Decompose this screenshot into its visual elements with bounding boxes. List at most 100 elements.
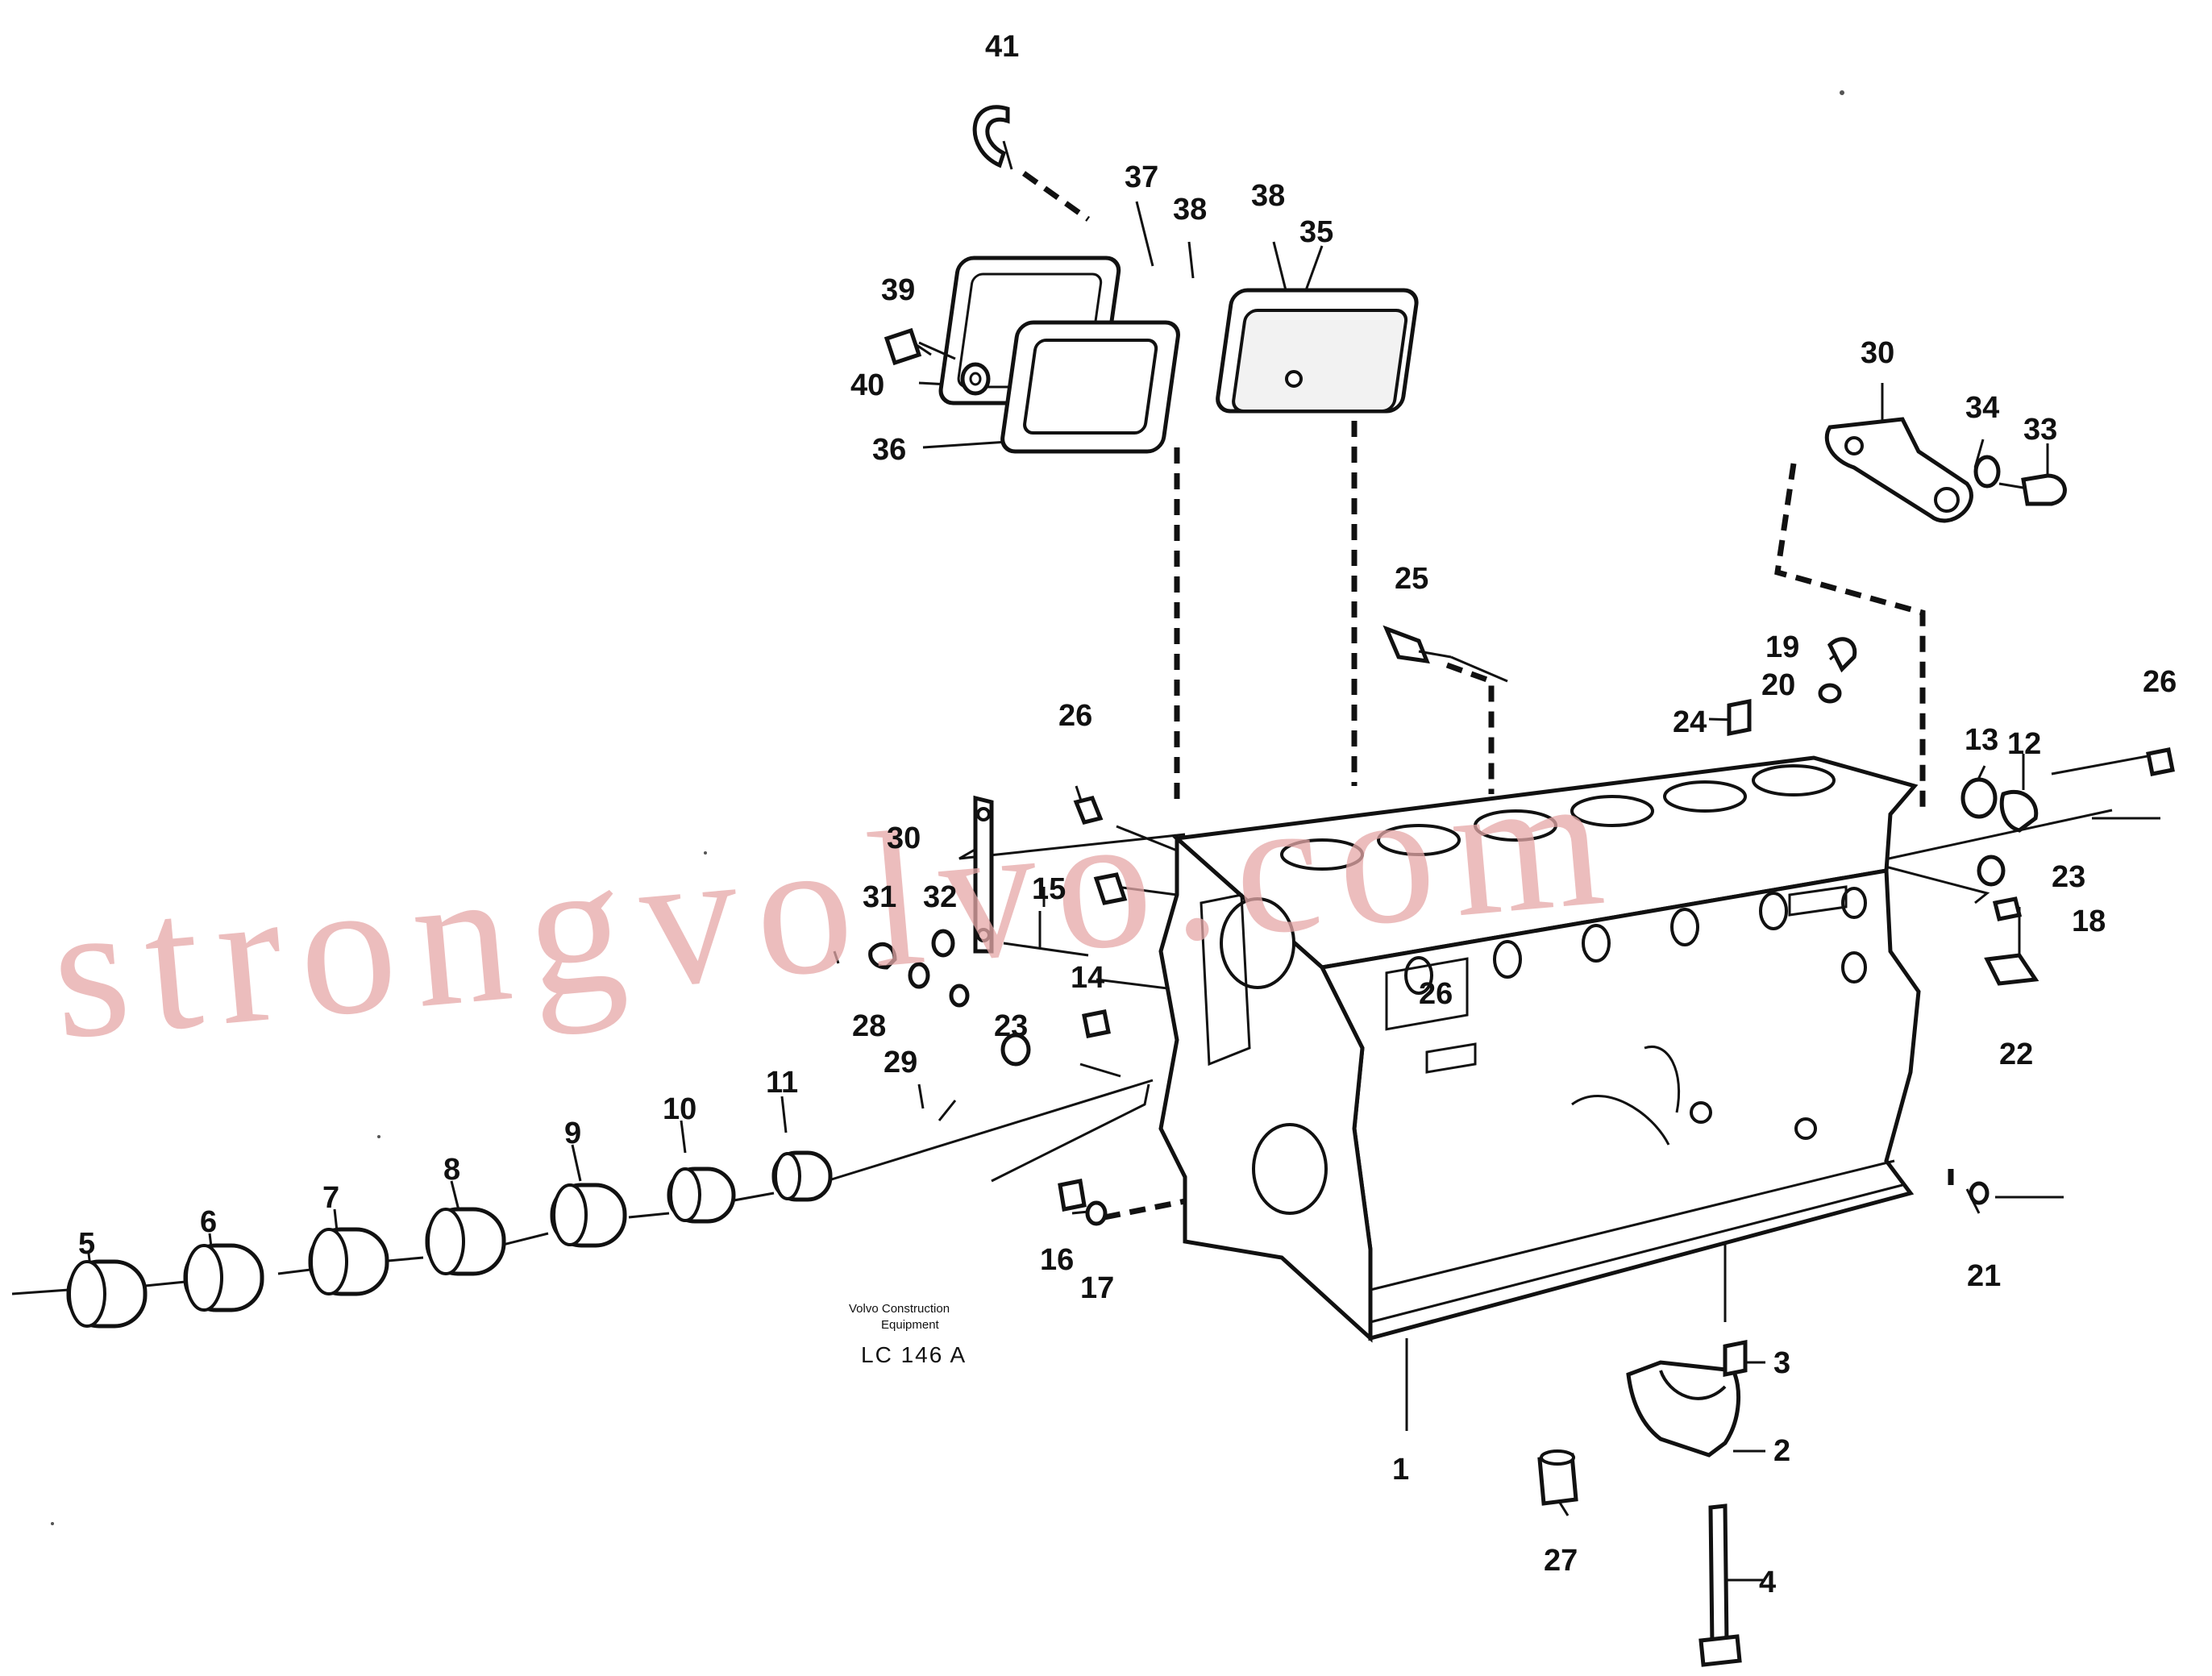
callout-36: 36 — [872, 433, 906, 467]
sensor-22 — [1984, 953, 2039, 986]
callout-26-mid: 26 — [1419, 977, 1453, 1011]
callout-numbers: 41 37 38 38 35 39 40 36 30 34 33 25 19 2… — [78, 30, 2177, 1599]
bushing-7 — [308, 1227, 389, 1296]
callout-2: 2 — [1773, 1434, 1790, 1468]
callout-1: 1 — [1392, 1453, 1409, 1487]
cylinder-bore-1 — [1280, 838, 1364, 871]
callout-12: 12 — [2007, 727, 2041, 761]
caption-line-1: Volvo Construction — [849, 1302, 950, 1316]
callout-24: 24 — [1673, 705, 1707, 739]
callout-21: 21 — [1967, 1259, 2001, 1293]
callout-28: 28 — [852, 1009, 886, 1043]
front-bore-upper — [1220, 897, 1295, 989]
bracket-assembly-right — [1824, 417, 2067, 523]
plug-16 — [1058, 1179, 1087, 1212]
plug-21 — [1969, 1181, 1990, 1205]
speck — [377, 1135, 380, 1138]
washer-17 — [1085, 1200, 1108, 1226]
callout-4: 4 — [1759, 1566, 1776, 1599]
callout-25: 25 — [1395, 562, 1428, 596]
cylinder-bore-2 — [1377, 824, 1461, 856]
plug-12 — [1999, 789, 2039, 833]
block-front — [1158, 834, 1373, 1343]
callout-9: 9 — [564, 1117, 581, 1150]
callout-18: 18 — [2072, 905, 2106, 938]
plug-26-left — [1073, 796, 1104, 825]
callout-34: 34 — [1965, 391, 1999, 425]
callout-3: 3 — [1773, 1346, 1790, 1380]
figure-code: LC 146 A — [861, 1342, 967, 1367]
dashed-assembly-lines — [1021, 171, 1954, 1221]
callout-16: 16 — [1040, 1243, 1074, 1277]
speck — [51, 1522, 54, 1525]
callout-26-right: 26 — [2143, 665, 2177, 699]
callout-6: 6 — [200, 1205, 217, 1239]
callout-23-right: 23 — [2052, 860, 2085, 894]
callout-31: 31 — [863, 880, 896, 914]
callout-17: 17 — [1080, 1271, 1114, 1305]
plug-14 — [1082, 1009, 1111, 1038]
washer-13 — [1960, 777, 1998, 819]
washer-32 — [931, 929, 955, 958]
main-bearing-cap-assembly — [1626, 1339, 1748, 1667]
cylinder-bore-6 — [1752, 764, 1836, 796]
cylinder-bore-5 — [1663, 780, 1747, 813]
speck — [1840, 90, 1844, 95]
callout-35: 35 — [1299, 215, 1333, 249]
plug-23-right — [1977, 855, 2006, 887]
plug-18 — [1992, 896, 2023, 921]
camshaft-bushings — [66, 1150, 833, 1329]
callout-37: 37 — [1125, 160, 1158, 194]
callout-29: 29 — [884, 1046, 917, 1079]
callout-22: 22 — [1999, 1038, 2033, 1071]
cap-bolt — [1708, 1503, 1729, 1649]
speck — [704, 851, 707, 855]
callout-10: 10 — [663, 1092, 696, 1126]
caption-line-2: Equipment — [881, 1318, 940, 1332]
callout-41: 41 — [985, 30, 1019, 64]
callout-15: 15 — [1032, 872, 1066, 906]
bolt-33 — [2021, 473, 2067, 506]
bushing-5 — [66, 1259, 148, 1329]
callout-26-top: 26 — [1058, 699, 1092, 733]
callout-5: 5 — [78, 1227, 95, 1261]
bolt-39 — [884, 327, 922, 366]
sensor-25 — [1382, 625, 1452, 664]
plug-26-right — [2146, 747, 2175, 776]
callout-30-right: 30 — [1861, 336, 1894, 370]
callout-14: 14 — [1071, 961, 1104, 995]
bushing-6 — [183, 1243, 264, 1312]
bolt-31 — [868, 942, 897, 970]
plug-23-left — [1000, 1033, 1031, 1067]
side-cover — [1232, 309, 1408, 413]
callout-38a: 38 — [1173, 193, 1207, 227]
bushing-10 — [667, 1167, 736, 1224]
callout-8: 8 — [443, 1153, 460, 1187]
callout-30-left: 30 — [887, 821, 921, 855]
callout-39: 39 — [881, 273, 915, 307]
engine-block — [1158, 755, 1921, 1343]
cylinder-bore-3 — [1474, 809, 1557, 842]
bushing-9 — [550, 1183, 627, 1248]
cylinder-bore-4 — [1570, 795, 1654, 827]
plug-19 — [1827, 637, 1857, 673]
washer-20 — [1818, 683, 1842, 704]
clip-part — [972, 105, 1010, 168]
callout-33: 33 — [2023, 413, 2057, 447]
callout-27: 27 — [1544, 1544, 1578, 1578]
callout-19: 19 — [1765, 630, 1799, 664]
callout-11: 11 — [766, 1066, 798, 1100]
pin-24 — [1727, 698, 1752, 737]
callout-23-left: 23 — [994, 1009, 1028, 1043]
callout-40: 40 — [850, 368, 884, 402]
plug-28 — [908, 962, 930, 989]
front-bore-lower — [1252, 1123, 1328, 1215]
plug-15 — [1093, 872, 1128, 905]
washer-40 — [960, 362, 991, 396]
callout-7: 7 — [322, 1181, 339, 1215]
callout-32: 32 — [923, 880, 957, 914]
washer-29 — [949, 984, 970, 1008]
dowel-pin — [1723, 1339, 1748, 1378]
callout-20: 20 — [1761, 668, 1795, 702]
